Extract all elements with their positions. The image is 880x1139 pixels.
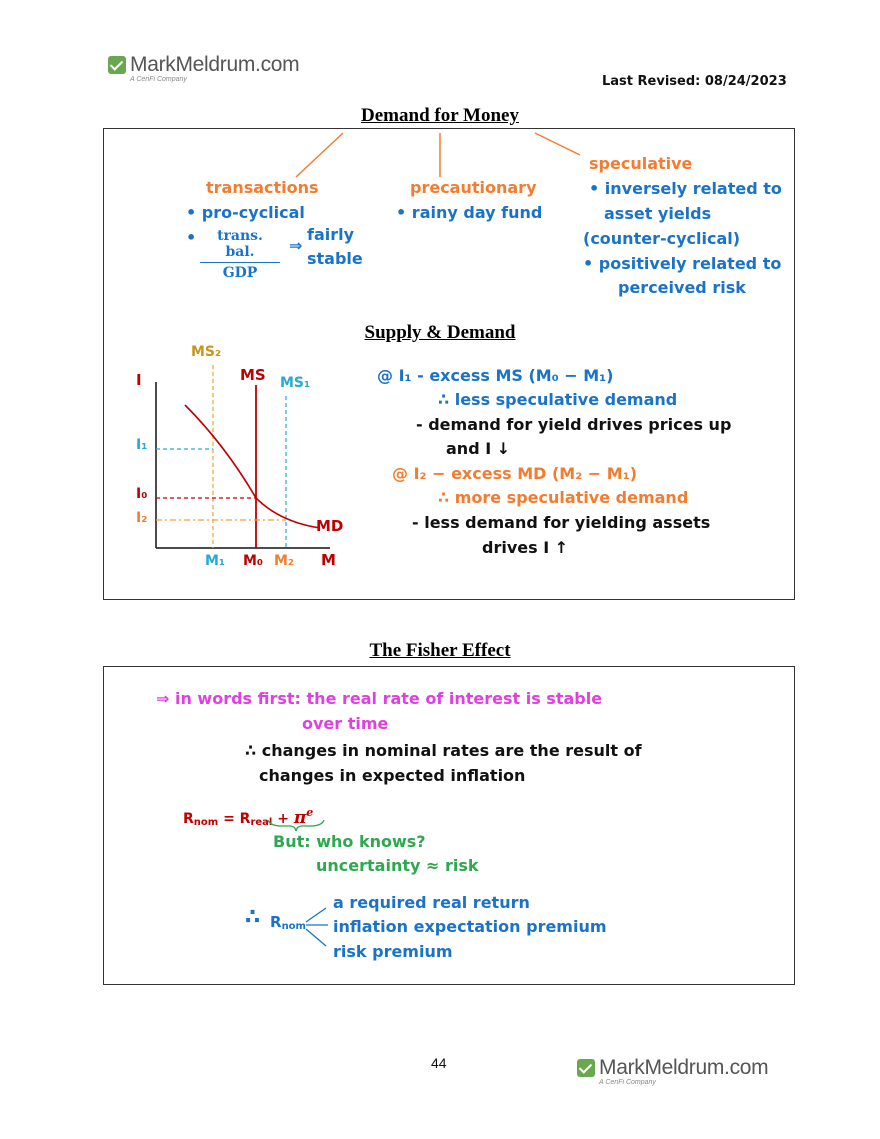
fisher-line2: over time: [302, 714, 389, 733]
header-logo: MarkMeldrum.com A CeriFi Company: [108, 53, 300, 84]
fisher-line4: changes in expected inflation: [259, 766, 526, 785]
md-curve: [184, 404, 321, 529]
eq-equals-r: = R: [218, 811, 251, 827]
fisher-line1: ⇒ in words first: the real rate of inter…: [156, 689, 603, 708]
component-real-return: a required real return: [333, 893, 530, 912]
section-title-demand-for-money: Demand for Money: [361, 105, 519, 126]
stable-text: stable: [307, 249, 363, 268]
speculative-line3: (counter-cyclical): [583, 229, 741, 248]
speculative-line5: perceived risk: [618, 278, 746, 297]
motive-connectors: [295, 132, 581, 178]
label-md: MD: [316, 517, 344, 535]
fraction-numerator: trans. bal.: [200, 228, 280, 263]
note-line1: @ I₁ - excess MS (M₀ − M₁): [377, 366, 614, 385]
connector-speculative: [534, 132, 581, 156]
demand-for-money-box: [103, 128, 795, 600]
speculative-heading: speculative: [589, 154, 693, 173]
note-line4: and I ↓: [446, 439, 511, 458]
check-logo-icon-footer: [577, 1059, 595, 1077]
rnom2-sub: nom: [281, 921, 306, 932]
note-line2: ∴ less speculative demand: [438, 390, 678, 409]
axis-label-i: I: [136, 371, 142, 389]
logo-subtitle: A CeriFi Company: [130, 76, 187, 83]
precautionary-bullet: • rainy day fund: [396, 203, 543, 222]
footer-logo: MarkMeldrum.com A CeriFi Company: [577, 1056, 769, 1087]
eq-plus: +: [272, 811, 294, 827]
rnom2: R: [270, 913, 282, 931]
label-i0: I₀: [136, 486, 148, 502]
label-i1: I₁: [136, 437, 148, 453]
component-branches: [305, 907, 328, 947]
transactions-bullet-procyclical: • pro-cyclical: [186, 203, 305, 222]
axis-label-m: M: [321, 551, 336, 569]
therefore-symbol: ∴: [245, 905, 261, 930]
fraction-denominator: GDP: [222, 265, 258, 281]
label-i2: I₂: [136, 510, 148, 526]
speculative-line2: asset yields: [604, 204, 712, 223]
note-line7: - less demand for yielding assets: [412, 513, 711, 532]
note-line3: - demand for yield drives prices up: [416, 415, 732, 434]
logo-text: MarkMeldrum.com: [130, 53, 300, 76]
check-logo-icon: [108, 56, 126, 74]
trans-bal-gdp-fraction: trans. bal. GDP: [200, 228, 280, 281]
eq-rnom-sub: nom: [193, 817, 219, 828]
component-inflation-premium: inflation expectation premium: [333, 917, 607, 936]
but-who-knows: But: who knows?: [273, 832, 426, 851]
note-line8: drives I ↑: [482, 538, 569, 557]
section-title-fisher-effect: The Fisher Effect: [369, 640, 511, 661]
label-m2: M₂: [274, 553, 295, 569]
supply-demand-subtitle: Supply & Demand: [364, 322, 516, 343]
footer-logo-text: MarkMeldrum.com: [599, 1056, 769, 1079]
precautionary-heading: precautionary: [410, 178, 537, 197]
label-m1: M₁: [205, 553, 226, 569]
eq-pi: π: [293, 808, 307, 828]
label-ms2: MS₂: [191, 344, 222, 360]
component-risk-premium: risk premium: [333, 942, 453, 961]
underbrace: [267, 819, 325, 832]
transactions-heading: transactions: [206, 178, 319, 197]
note-line6: ∴ more speculative demand: [438, 488, 689, 507]
eq-rnom: R: [183, 811, 194, 827]
uncertainty-risk: uncertainty ≈ risk: [316, 856, 479, 875]
note-line5: @ I₂ − excess MD (M₂ − M₁): [392, 464, 638, 483]
eq-real-sub: real: [250, 817, 273, 828]
implies-arrow: ⇒: [289, 236, 303, 255]
last-revised: Last Revised: 08/24/2023: [602, 74, 787, 89]
speculative-line1: • inversely related to: [589, 179, 782, 198]
transactions-bullet-ratio: •: [186, 228, 197, 247]
fisher-effect-box: [103, 666, 795, 985]
rnom-label: Rnom: [270, 913, 306, 932]
footer-logo-subtitle: A CeriFi Company: [599, 1079, 656, 1086]
fisher-equation: Rnom = Rreal + πe: [183, 806, 313, 828]
label-ms1: MS₁: [280, 375, 311, 391]
fisher-line3: ∴ changes in nominal rates are the resul…: [245, 741, 642, 760]
page-number: 44: [431, 1055, 447, 1071]
money-market-graph: [155, 365, 330, 549]
speculative-line4: • positively related to: [583, 254, 782, 273]
label-m0: M₀: [243, 553, 264, 569]
eq-pi-sup: e: [306, 806, 314, 819]
connector-transactions: [295, 132, 344, 178]
fairly-text: fairly: [307, 225, 355, 244]
label-ms: MS: [240, 366, 266, 384]
